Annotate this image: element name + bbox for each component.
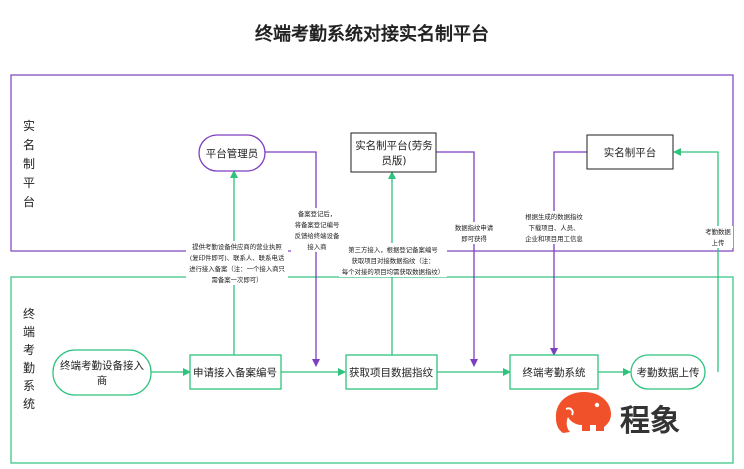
svg-text:商: 商 xyxy=(97,374,108,387)
note-admin-reply: 备案登记后， 将备案登记编号 反馈给终端设备 接入商 xyxy=(291,208,343,252)
svg-text:实: 实 xyxy=(23,118,35,133)
svg-text:平: 平 xyxy=(23,176,35,190)
svg-text:员版): 员版) xyxy=(381,154,406,167)
note-third-party: 第三方接入，根据登记备案编号 获取项目对接数据指纹（注： 每个对接的项目均需获取… xyxy=(339,243,447,277)
elephant-icon xyxy=(555,392,611,433)
svg-text:终端考勤系统: 终端考勤系统 xyxy=(523,366,586,379)
svg-text:即可获得: 即可获得 xyxy=(461,234,487,243)
node-terminal-system: 终端考勤系统 xyxy=(509,354,599,390)
node-upload: 考勤数据上传 xyxy=(630,354,706,390)
svg-text:获取项目数据指纹: 获取项目数据指纹 xyxy=(349,366,433,379)
lane-label-bottom: 终 端 考 勤 系 统 xyxy=(23,306,35,411)
edge-admin-reply xyxy=(265,151,320,367)
svg-text:反馈给终端设备: 反馈给终端设备 xyxy=(295,231,340,240)
node-realname-platform: 实名制平台 xyxy=(586,134,674,170)
brand-name: 程象 xyxy=(620,404,680,439)
svg-text:下载项目、人员、: 下载项目、人员、 xyxy=(528,223,579,232)
node-vendor: 终端考勤设备接入 商 xyxy=(52,349,152,396)
svg-text:端: 端 xyxy=(23,325,35,339)
lane-label-top: 实 名 制 平 台 xyxy=(23,118,35,209)
svg-text:进行接入备案（注：一个接入商只: 进行接入备案（注：一个接入商只 xyxy=(189,264,285,273)
svg-text:获取项目对接数据指纹（注：: 获取项目对接数据指纹（注： xyxy=(351,256,434,265)
edge-platform-to-terminal xyxy=(550,151,587,356)
page-title: 终端考勤系统对接实名制平台 xyxy=(255,23,489,45)
node-platform-admin: 平台管理员 xyxy=(198,134,266,172)
svg-text:统: 统 xyxy=(23,397,35,411)
svg-text:提供考勤设备供应商的营业执照: 提供考勤设备供应商的营业执照 xyxy=(192,242,282,251)
svg-text:平台管理员: 平台管理员 xyxy=(206,147,259,160)
svg-text:申请接入备案编号: 申请接入备案编号 xyxy=(193,366,277,379)
svg-text:接入商: 接入商 xyxy=(307,242,326,251)
svg-text:考勤数据上传: 考勤数据上传 xyxy=(637,366,700,379)
note-generate: 根据生成的数据指纹 下载项目、人员、 企业和项目用工信息 xyxy=(521,211,587,244)
node-apply-code: 申请接入备案编号 xyxy=(189,354,282,390)
node-get-fingerprint: 获取项目数据指纹 xyxy=(345,354,438,390)
svg-text:需备案一次即可）: 需备案一次即可） xyxy=(211,275,262,284)
svg-text:每个对接的项目均需获取数据指纹）: 每个对接的项目均需获取数据指纹） xyxy=(342,267,444,276)
node-realname-ministry: 实名制平台(劳务 员版) xyxy=(350,132,437,173)
svg-text:上传: 上传 xyxy=(712,238,725,247)
svg-text:(复印件即可)、联系人、联系电话: (复印件即可)、联系人、联系电话 xyxy=(190,253,285,262)
svg-text:企业和项目用工信息: 企业和项目用工信息 xyxy=(525,234,583,243)
edge-ministry-reply xyxy=(436,151,478,367)
svg-text:数据指纹申请: 数据指纹申请 xyxy=(455,223,494,232)
svg-text:第三方接入，根据登记备案编号: 第三方接入，根据登记备案编号 xyxy=(348,245,437,254)
svg-text:制: 制 xyxy=(23,157,35,171)
svg-text:实名制平台(劳务: 实名制平台(劳务 xyxy=(355,139,433,152)
note-upload: 考勤数据 上传 xyxy=(703,226,733,248)
svg-text:根据生成的数据指纹: 根据生成的数据指纹 xyxy=(525,212,583,221)
note-fingerprint-apply: 数据指纹申请 即可获得 xyxy=(451,222,497,244)
svg-text:考勤数据: 考勤数据 xyxy=(705,227,731,236)
svg-text:备案登记后，: 备案登记后， xyxy=(298,209,336,218)
svg-text:勤: 勤 xyxy=(23,361,35,375)
svg-text:实名制平台: 实名制平台 xyxy=(604,146,657,159)
svg-text:台: 台 xyxy=(23,194,35,209)
svg-text:终端考勤设备接入: 终端考勤设备接入 xyxy=(60,359,144,372)
brand-logo: 程象 xyxy=(555,392,680,439)
svg-text:终: 终 xyxy=(23,306,35,321)
svg-text:考: 考 xyxy=(23,343,35,357)
svg-text:系: 系 xyxy=(23,379,35,393)
svg-text:名: 名 xyxy=(23,137,35,152)
edge-upload-to-platform xyxy=(673,148,719,372)
svg-text:将备案登记编号: 将备案登记编号 xyxy=(295,220,340,229)
note-vendor-info: 提供考勤设备供应商的营业执照 (复印件即可)、联系人、联系电话 进行接入备案（注… xyxy=(186,241,288,285)
